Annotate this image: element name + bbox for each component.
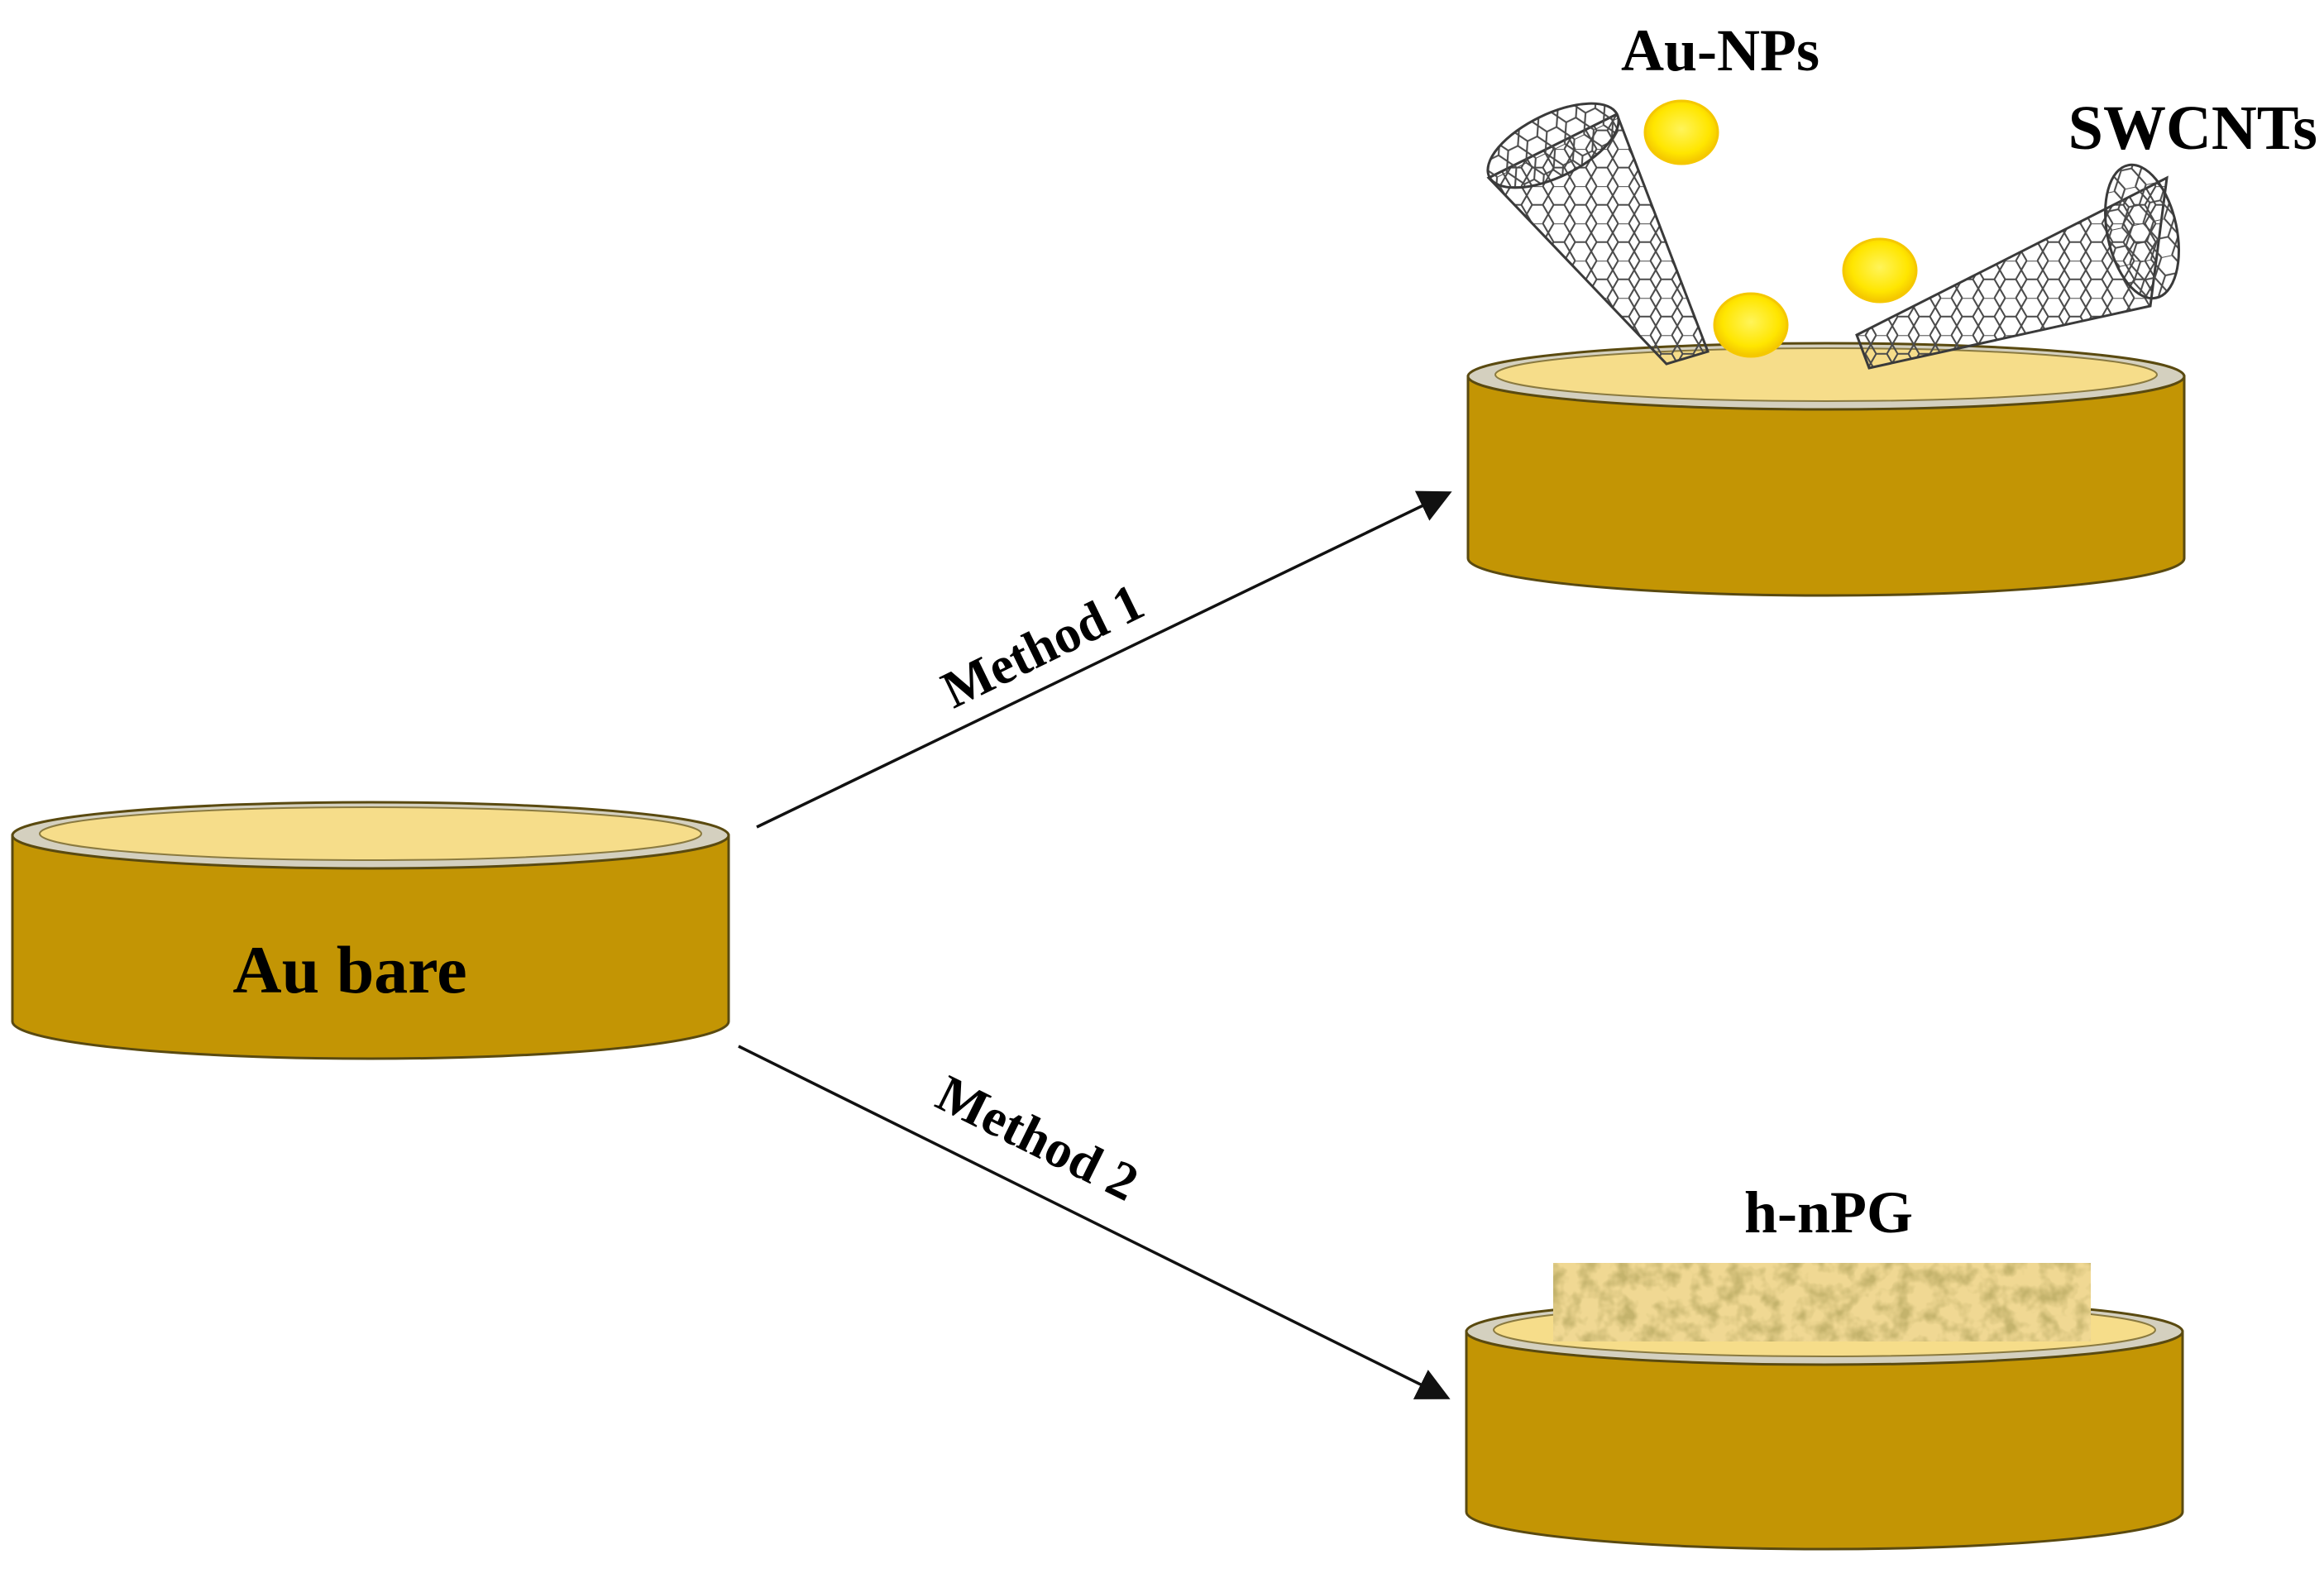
method-1-arrow: [756, 490, 1452, 829]
label-au-bare: Au bare: [232, 932, 466, 1007]
label-h-npg: h-nPG: [1744, 1179, 1913, 1246]
porous-gold-layer: [1553, 1263, 2091, 1341]
nanoparticle-1: [1643, 99, 1719, 165]
method-2-arrow: [738, 1045, 1451, 1399]
label-method-2: Method 2: [928, 1064, 1148, 1212]
electrode-method-1: [1466, 342, 2186, 597]
gold-nanoparticles: [1643, 99, 1918, 358]
label-au-nps: Au-NPs: [1621, 17, 1820, 84]
nanoparticle-3: [1842, 237, 1918, 304]
electrode-au-bare: [11, 801, 730, 1060]
nanoparticle-2: [1713, 292, 1789, 358]
swcnt-nanotube-left: [1486, 102, 1710, 366]
swcnt-nanotube-right: [1855, 163, 2180, 370]
label-swcnts: SWCNTs: [2068, 93, 2317, 163]
label-method-1: Method 1: [933, 572, 1153, 719]
